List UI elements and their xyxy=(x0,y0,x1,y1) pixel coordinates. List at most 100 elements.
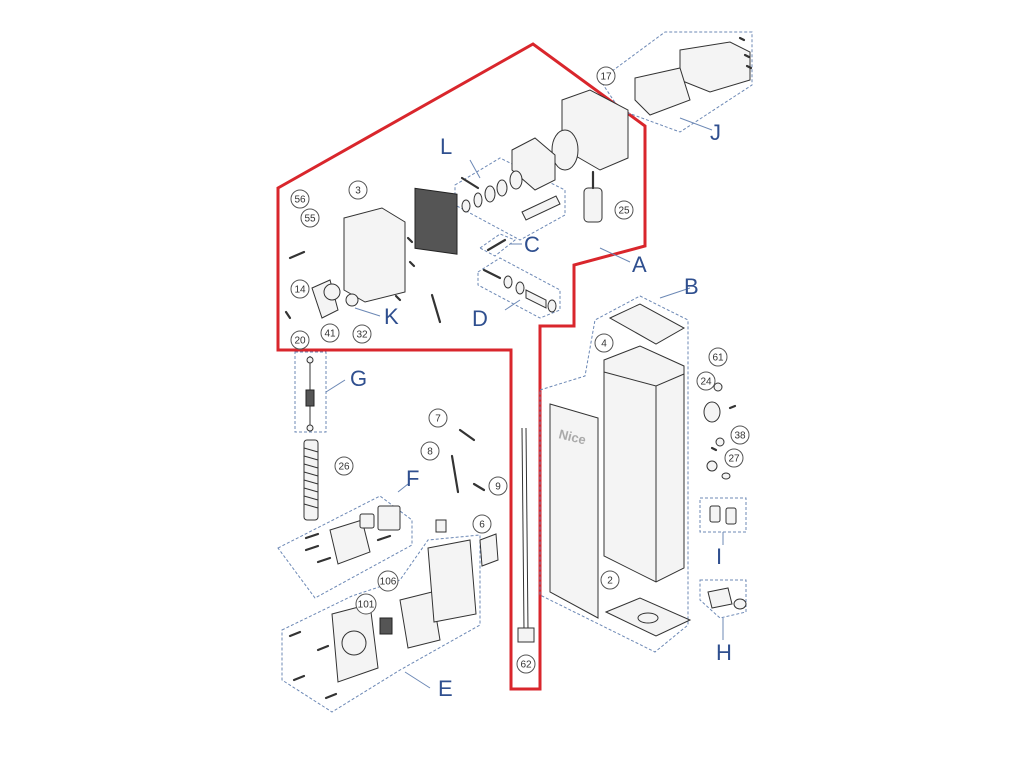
control-box-base xyxy=(634,67,691,116)
gasket xyxy=(511,137,556,191)
turnbuckle xyxy=(305,389,315,407)
group-i-box xyxy=(699,497,747,533)
part-callout-circle xyxy=(614,200,634,220)
part-callout-circle xyxy=(334,456,354,476)
part-callout-circle xyxy=(320,323,340,343)
screw xyxy=(710,446,718,452)
part-callout-circle xyxy=(708,347,728,367)
part-number-label: 106 xyxy=(380,577,397,588)
group-label-i: I xyxy=(716,544,722,569)
group-f-parts xyxy=(304,505,401,565)
part-number-label: 24 xyxy=(700,377,712,388)
screw xyxy=(284,310,292,320)
spring-26 xyxy=(303,439,319,521)
housing-3 xyxy=(343,207,406,303)
lens-24 xyxy=(703,401,721,423)
part-callout-circle xyxy=(724,448,744,468)
part-number-label: 41 xyxy=(324,329,336,340)
bracket xyxy=(377,505,401,531)
part-callout-circle xyxy=(300,208,320,228)
part-callout-circle xyxy=(594,333,614,353)
group-h-box xyxy=(699,579,747,619)
group-g-box xyxy=(294,351,327,433)
screw xyxy=(394,294,402,302)
group-label-f: F xyxy=(406,466,419,491)
group-label-c: C xyxy=(524,232,540,257)
part-callout-27: 27 xyxy=(724,448,744,468)
part-number-label: 61 xyxy=(712,353,724,364)
washer xyxy=(323,283,341,301)
group-h-parts xyxy=(707,587,747,610)
nut-61 xyxy=(713,382,723,392)
lamp-housing xyxy=(329,519,371,565)
group-label-a: A xyxy=(632,252,647,277)
part-number-label: 27 xyxy=(728,454,740,465)
group-label-k: K xyxy=(384,304,399,329)
group-b-parts: Nice xyxy=(549,303,692,637)
part-callout-8: 8 xyxy=(420,441,440,461)
screw xyxy=(408,260,416,268)
part-number-label: 2 xyxy=(607,576,613,587)
group-e-box xyxy=(281,534,481,713)
cabinet-lid-4 xyxy=(608,303,686,345)
part-number-callouts: 2346789141720242526273238415556616210110… xyxy=(290,66,750,674)
part-callout-circle xyxy=(352,324,372,344)
part-number-label: 7 xyxy=(435,414,441,425)
part-callout-circle xyxy=(290,189,310,209)
part-callout-32: 32 xyxy=(352,324,372,344)
part-callout-106: 106 xyxy=(377,570,399,592)
part-number-label: 14 xyxy=(294,285,306,296)
part-callout-3: 3 xyxy=(348,180,368,200)
group-label-b: B xyxy=(684,274,699,299)
connector xyxy=(435,519,447,533)
bearing-stack xyxy=(461,170,523,213)
group-e-parts xyxy=(288,519,477,700)
screw xyxy=(406,236,414,244)
part-number-label: 25 xyxy=(618,206,630,217)
part-number-label: 26 xyxy=(338,462,350,473)
gear-plate xyxy=(414,187,458,255)
output-shaft xyxy=(521,195,561,221)
leader-g xyxy=(325,379,346,393)
group-d-box xyxy=(477,257,561,319)
board-component xyxy=(379,617,393,635)
part-callout-26: 26 xyxy=(334,456,354,476)
part-number-label: 55 xyxy=(304,214,316,225)
leader-d xyxy=(504,299,521,311)
part-callout-6: 6 xyxy=(472,514,492,534)
leader-f xyxy=(397,483,409,493)
part-number-label: 6 xyxy=(479,520,485,531)
screw xyxy=(728,404,737,410)
part-number-label: 38 xyxy=(734,431,746,442)
cable-62 xyxy=(517,427,535,643)
plate-6 xyxy=(479,533,499,567)
right-small-parts xyxy=(703,382,737,480)
part-number-label: 3 xyxy=(355,186,361,197)
part-number-label: 56 xyxy=(294,195,306,206)
part-number-label: 9 xyxy=(495,482,501,493)
part-callout-circle xyxy=(420,441,440,461)
part-callout-24: 24 xyxy=(696,371,716,391)
part-callout-circle xyxy=(472,514,492,534)
part-callout-2: 2 xyxy=(600,570,620,590)
cover-logo xyxy=(341,630,367,656)
screw xyxy=(288,250,306,260)
part-number-label: 4 xyxy=(601,339,607,350)
brand-logo: Nice xyxy=(557,426,587,447)
part-number-label: 8 xyxy=(427,447,433,458)
group-label-j: J xyxy=(710,120,721,145)
leader-k xyxy=(354,307,381,317)
cabinet-door-2 xyxy=(549,403,599,619)
leader-j xyxy=(679,117,713,131)
leader-b xyxy=(659,287,691,299)
shaft-pin xyxy=(460,176,480,190)
nut-27 xyxy=(706,460,718,472)
group-c-pin xyxy=(486,238,507,252)
screw xyxy=(738,36,746,42)
part-callout-circle xyxy=(428,408,448,428)
part-callout-circle xyxy=(730,425,750,445)
motor-25 xyxy=(583,187,603,223)
rod-8 xyxy=(450,454,460,494)
part-callout-circle xyxy=(600,570,620,590)
